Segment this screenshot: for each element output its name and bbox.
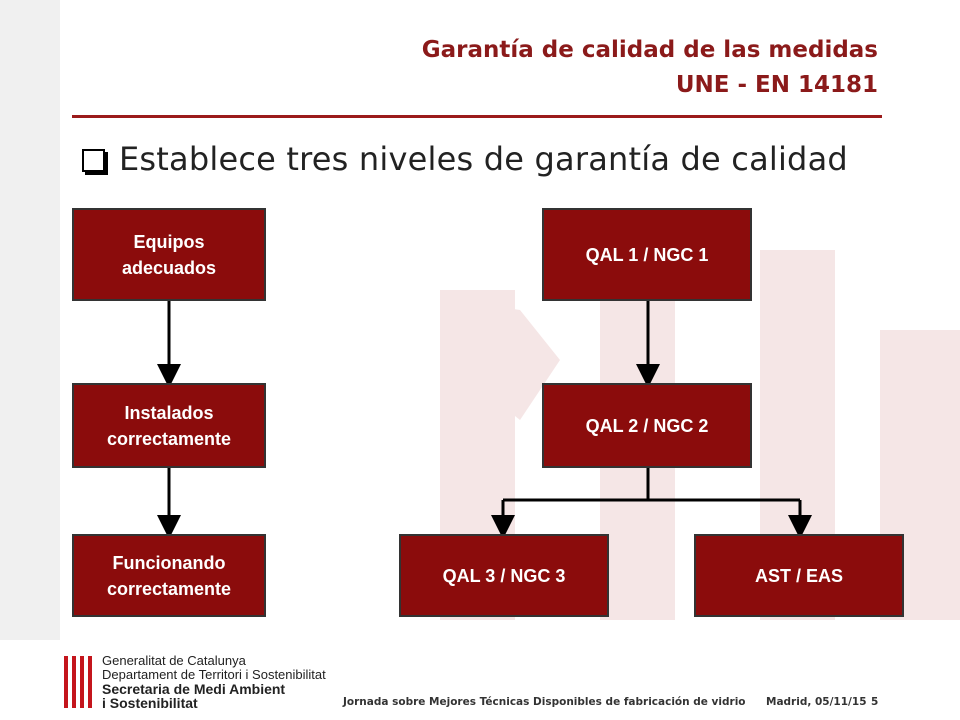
box-qal2: QAL 2 / NGC 2 xyxy=(542,383,752,468)
box-qal3: QAL 3 / NGC 3 xyxy=(399,534,609,617)
page-number: 5 xyxy=(871,696,879,708)
slide-title-line1: Garantía de calidad de las medidas xyxy=(421,37,878,63)
box-instalados-correctamente: Instalados correctamente xyxy=(72,383,266,468)
footer-date: Madrid, 05/11/15 xyxy=(766,696,867,708)
logo-line-2: Departament de Territori i Sostenibilita… xyxy=(102,667,326,682)
checkbox-bullet-icon xyxy=(82,148,105,172)
box-qal1: QAL 1 / NGC 1 xyxy=(542,208,752,301)
bullet-point: Establece tres niveles de garantía de ca… xyxy=(82,140,848,178)
box-funcionando-correctamente: Funcionando correctamente xyxy=(72,534,266,617)
bullet-text: Establece tres niveles de garantía de ca… xyxy=(119,140,848,178)
slide-title-line2: UNE - EN 14181 xyxy=(675,72,878,98)
logo-line-3: Secretaria de Medi Ambient xyxy=(102,681,286,697)
box-ast-eas: AST / EAS xyxy=(694,534,904,617)
box-label: Equipos adecuados xyxy=(121,231,217,278)
logo-line-1: Generalitat de Catalunya xyxy=(102,653,246,668)
generalitat-logo: Generalitat de Catalunya Departament de … xyxy=(62,654,326,710)
box-label: Funcionando correctamente xyxy=(106,552,232,599)
box-equipos-adecuados: Equipos adecuados xyxy=(72,208,266,301)
footer-event: Jornada sobre Mejores Técnicas Disponibl… xyxy=(343,696,746,708)
box-label: Instalados correctamente xyxy=(106,402,232,449)
title-divider xyxy=(72,115,882,118)
catalan-flag-icon xyxy=(62,654,96,710)
logo-line-4: i Sostenibilitat xyxy=(102,695,198,711)
